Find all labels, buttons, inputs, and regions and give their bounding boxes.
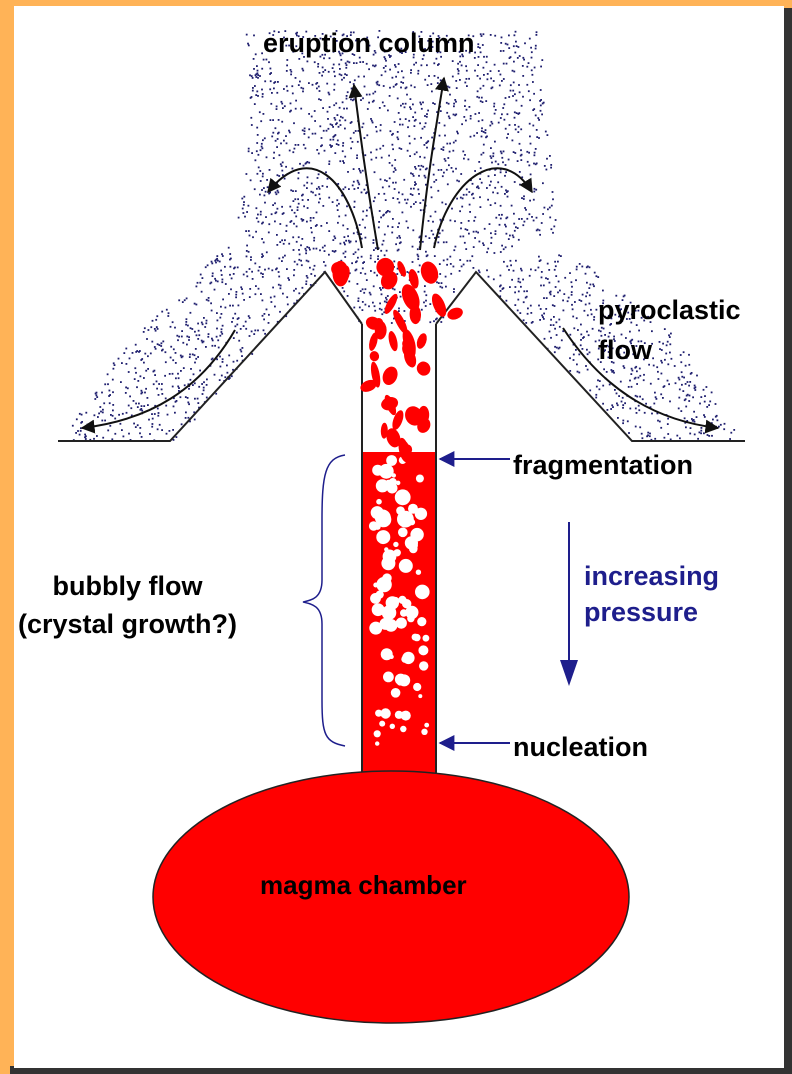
pyroclastic-flow-label: pyroclastic flow xyxy=(598,290,741,370)
magma-chamber-label: magma chamber xyxy=(260,870,467,900)
pressure-label-line1: increasing xyxy=(584,558,719,594)
bubbly-label-line2: (crystal growth?) xyxy=(18,605,237,643)
bubbly-flow-label: bubbly flow (crystal growth?) xyxy=(18,567,237,643)
pyroclastic-label-line1: pyroclastic xyxy=(598,290,741,330)
pressure-label-line2: pressure xyxy=(584,594,719,630)
shadow-right xyxy=(784,8,792,1074)
fragmentation-label: fragmentation xyxy=(513,450,693,480)
bubbly-label-line1: bubbly flow xyxy=(18,567,237,605)
increasing-pressure-label: increasing pressure xyxy=(584,558,719,630)
nucleation-label: nucleation xyxy=(513,732,648,762)
eruption-column-label: eruption column xyxy=(263,28,475,58)
pyroclastic-label-line2: flow xyxy=(598,330,741,370)
chamber-neck xyxy=(363,790,435,840)
